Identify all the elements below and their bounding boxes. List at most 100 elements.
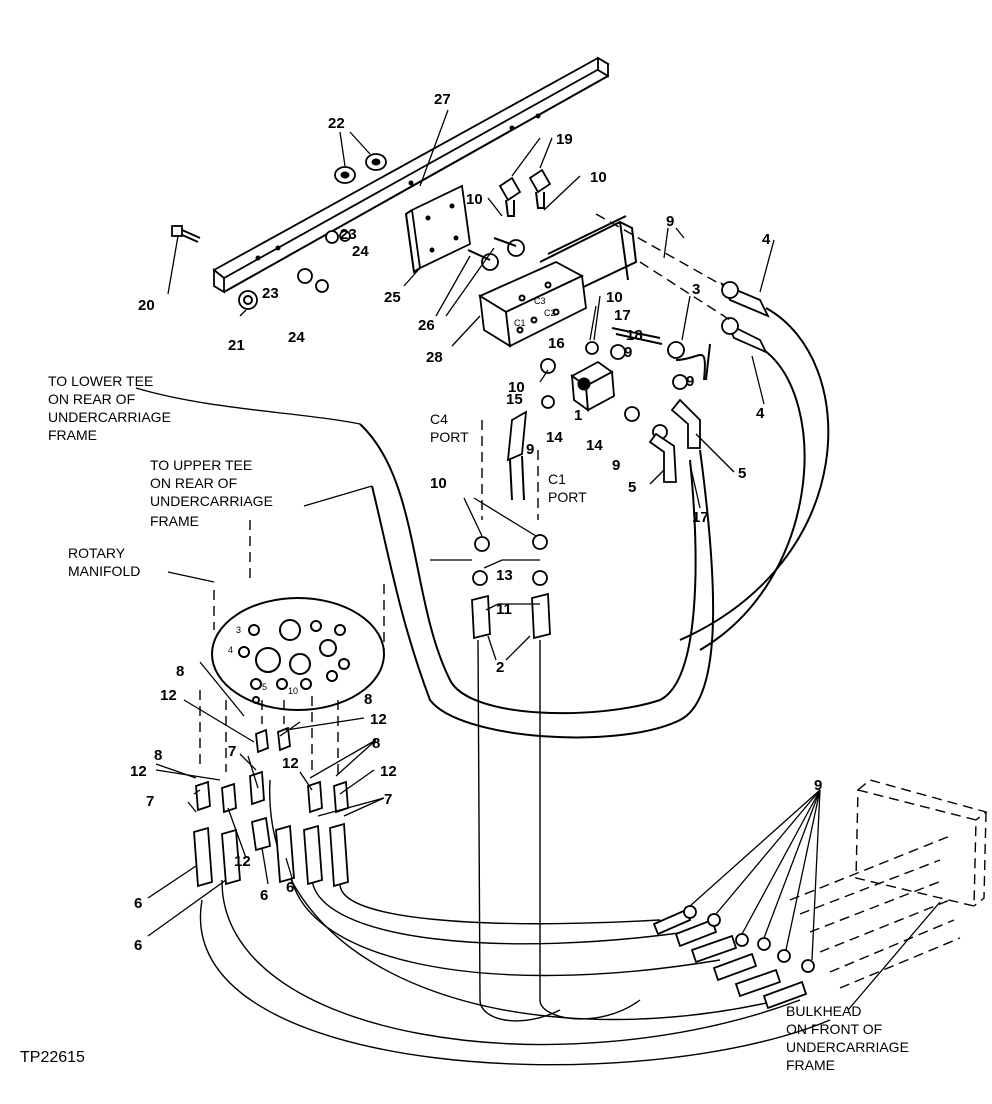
callout-8-b: 8 <box>364 691 372 708</box>
callout-23-a: 23 <box>340 226 357 243</box>
callout-13: 13 <box>496 567 513 584</box>
manifold-port-3: 3 <box>236 625 241 635</box>
svg-text:UNDERCARRIAGE: UNDERCARRIAGE <box>48 409 171 425</box>
callout-12-e: 12 <box>380 763 397 780</box>
svg-text:C4: C4 <box>430 411 448 427</box>
callout-2: 2 <box>496 659 504 676</box>
callout-numbers: 27 22 19 10 10 9 4 23 24 20 23 25 3 10 2… <box>130 91 822 954</box>
callout-12-f: 12 <box>234 853 251 870</box>
callout-20: 20 <box>138 297 155 314</box>
callout-8-a: 8 <box>176 663 184 680</box>
callout-9-b: 9 <box>624 344 632 361</box>
callout-8-d: 8 <box>372 735 380 752</box>
hoses-4 <box>679 281 830 651</box>
svg-text:C1: C1 <box>548 471 566 487</box>
svg-text:ON REAR OF: ON REAR OF <box>48 391 135 407</box>
mounting-bar <box>212 56 610 294</box>
svg-text:PORT: PORT <box>548 489 587 505</box>
manifold-port-10: 10 <box>288 686 298 696</box>
block-port-c1: C1 <box>514 318 526 328</box>
callout-4-a: 4 <box>762 231 771 248</box>
callout-21: 21 <box>228 337 245 354</box>
callout-9-f: 9 <box>814 777 822 794</box>
callout-24-a: 24 <box>352 243 369 260</box>
isolators <box>334 153 387 184</box>
callout-11: 11 <box>496 601 512 618</box>
block-port-c2: C2 <box>544 308 556 318</box>
alignment-lines <box>199 213 961 989</box>
callout-10-d: 10 <box>508 379 525 396</box>
callout-6-a: 6 <box>260 887 268 904</box>
elbow-fittings-19 <box>498 168 552 217</box>
callout-18: 18 <box>626 327 643 344</box>
callout-25: 25 <box>384 289 401 306</box>
label-bulkhead: BULKHEAD ON FRONT OF UNDERCARRIAGE FRAME <box>786 1003 909 1073</box>
svg-text:FRAME: FRAME <box>48 427 97 443</box>
callout-14-b: 14 <box>586 437 603 454</box>
callout-12-d: 12 <box>282 755 299 772</box>
center-fittings <box>471 534 551 640</box>
svg-text:FRAME: FRAME <box>786 1057 835 1073</box>
valve-block <box>478 215 638 348</box>
svg-text:FRAME: FRAME <box>150 513 199 529</box>
callout-6-c: 6 <box>134 895 142 912</box>
bolt-20 <box>171 225 201 243</box>
svg-text:UNDERCARRIAGE: UNDERCARRIAGE <box>150 493 273 509</box>
label-lower-tee: TO LOWER TEE ON REAR OF UNDERCARRIAGE FR… <box>48 373 171 443</box>
leader-lines <box>135 109 941 1011</box>
callout-1: 1 <box>574 407 582 424</box>
bulkhead-fittings <box>652 905 815 1010</box>
svg-text:MANIFOLD: MANIFOLD <box>68 563 140 579</box>
callout-5-b: 5 <box>628 479 636 496</box>
callout-4-b: 4 <box>756 405 765 422</box>
svg-text:ROTARY: ROTARY <box>68 545 126 561</box>
label-c1-port: C1 PORT <box>548 471 587 505</box>
svg-text:TO UPPER TEE: TO UPPER TEE <box>150 457 252 473</box>
callout-19: 19 <box>556 131 573 148</box>
callout-27: 27 <box>434 91 451 108</box>
callout-9-a: 9 <box>666 213 674 230</box>
callout-6-d: 6 <box>134 937 142 954</box>
bulkhead <box>855 779 988 907</box>
callout-15: 15 <box>506 391 523 408</box>
hose-routes <box>199 423 831 1066</box>
callout-28: 28 <box>426 349 443 366</box>
rotary-manifold: 3 4 5 10 <box>211 597 385 711</box>
callout-12-c: 12 <box>130 763 147 780</box>
callout-10-e: 10 <box>430 475 447 492</box>
svg-text:PORT: PORT <box>430 429 469 445</box>
svg-text:TO LOWER TEE: TO LOWER TEE <box>48 373 153 389</box>
callout-9-c: 9 <box>686 373 694 390</box>
nuts <box>238 230 525 310</box>
block-port-c3: C3 <box>534 296 546 306</box>
svg-text:UNDERCARRIAGE: UNDERCARRIAGE <box>786 1039 909 1055</box>
callout-14-a: 14 <box>546 429 563 446</box>
callout-8-c: 8 <box>154 747 162 764</box>
callout-22: 22 <box>328 115 345 132</box>
figure-id: TP22615 <box>20 1049 85 1066</box>
callout-7-c: 7 <box>384 791 392 808</box>
mounting-plate <box>404 184 471 274</box>
callout-10-a: 10 <box>466 191 483 208</box>
svg-text:ON FRONT OF: ON FRONT OF <box>786 1021 882 1037</box>
callout-24-b: 24 <box>288 329 305 346</box>
callout-9-d: 9 <box>526 441 534 458</box>
block-port-tags: C3 C2 C1 <box>514 296 556 328</box>
callout-16: 16 <box>548 335 565 352</box>
callout-7-a: 7 <box>228 743 236 760</box>
callout-17-b: 17 <box>692 509 709 526</box>
callout-12-a: 12 <box>160 687 177 704</box>
label-rotary-manifold: ROTARY MANIFOLD <box>68 545 140 579</box>
callout-12-b: 12 <box>370 711 387 728</box>
manifold-fittings <box>193 726 349 888</box>
callout-3: 3 <box>692 281 700 298</box>
svg-text:ON REAR OF: ON REAR OF <box>150 475 237 491</box>
label-upper-tee: TO UPPER TEE ON REAR OF UNDERCARRIAGE FR… <box>150 457 273 529</box>
callout-5-a: 5 <box>738 465 746 482</box>
label-c4-port: C4 PORT <box>430 411 469 445</box>
callout-6-b: 6 <box>286 879 294 896</box>
callout-7-b: 7 <box>146 793 154 810</box>
svg-text:BULKHEAD: BULKHEAD <box>786 1003 861 1019</box>
callout-10-b: 10 <box>590 169 607 186</box>
